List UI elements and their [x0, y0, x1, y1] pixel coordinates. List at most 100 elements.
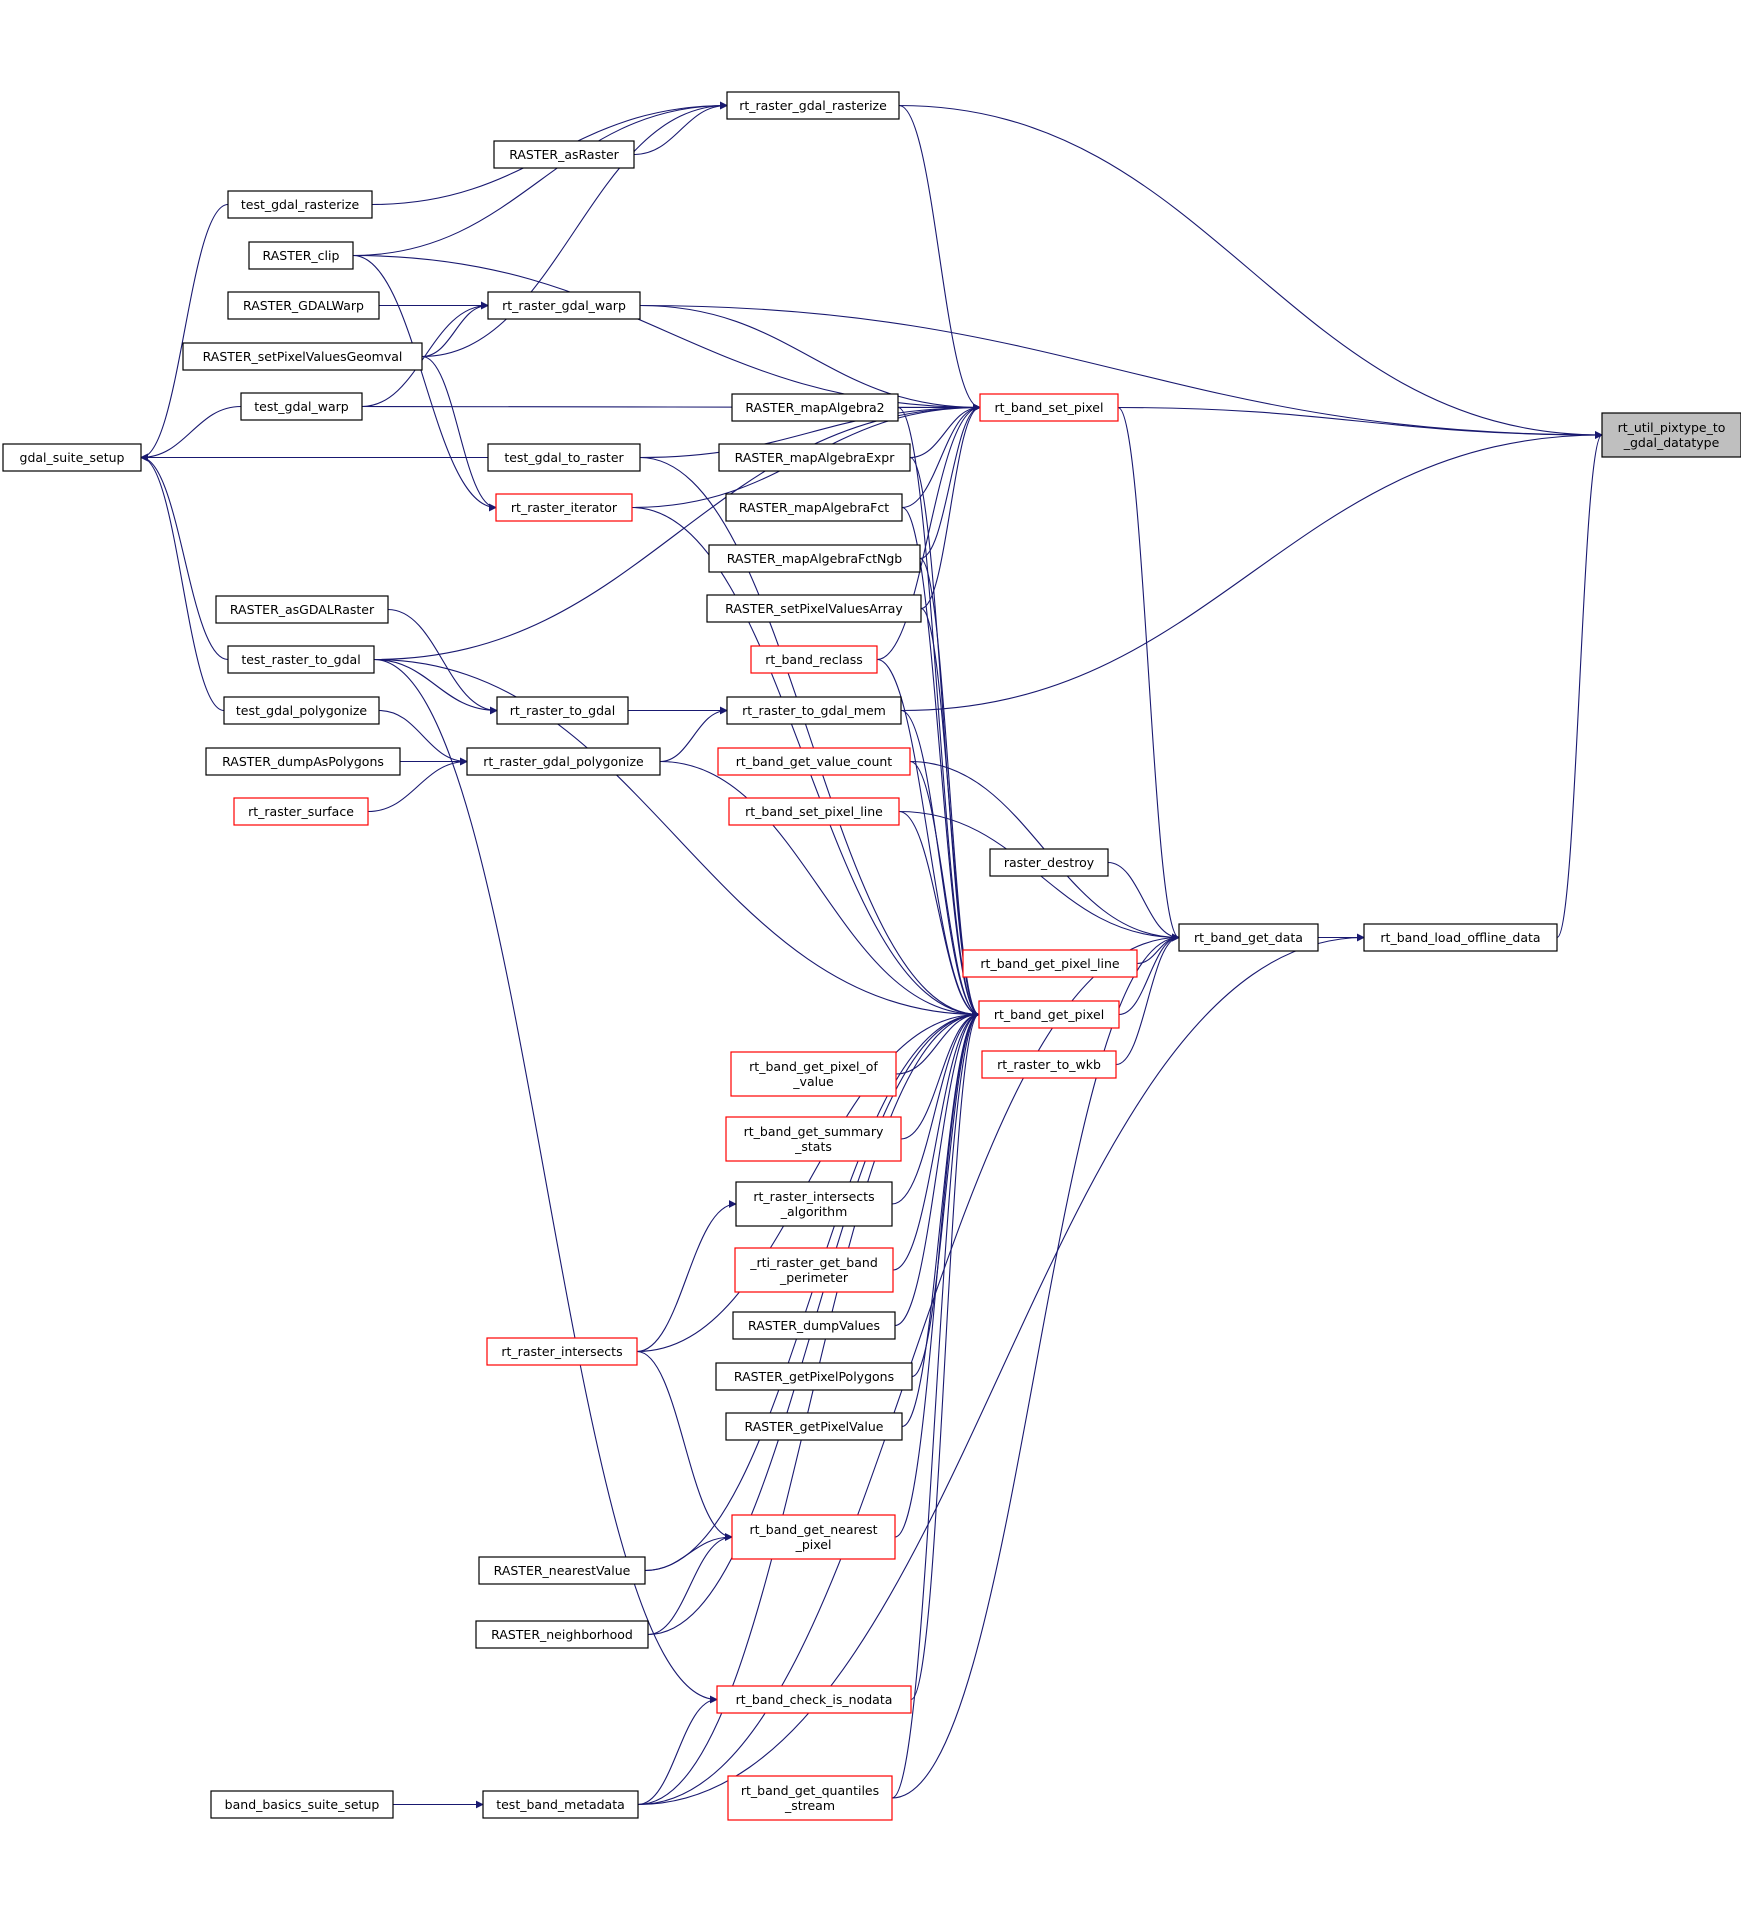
node-box[interactable]: [233, 797, 369, 826]
node-rt-band-check-is-nodata[interactable]: rt_band_check_is_nodata: [716, 1685, 912, 1714]
node-box[interactable]: [725, 493, 903, 522]
node-box[interactable]: [728, 797, 900, 826]
node-raster-gdalwarp[interactable]: RASTER_GDALWarp: [227, 291, 380, 320]
node-box[interactable]: [486, 1337, 638, 1366]
node-box[interactable]: [708, 544, 921, 573]
node-box[interactable]: [725, 1412, 903, 1441]
node-box[interactable]: [215, 595, 389, 624]
node-raster-dumpaspolygons[interactable]: RASTER_dumpAsPolygons: [205, 747, 401, 776]
node-box[interactable]: [730, 1051, 897, 1097]
node-box[interactable]: [205, 747, 401, 776]
node-test-band-metadata[interactable]: test_band_metadata: [482, 1790, 639, 1819]
node-rt-band-get-data[interactable]: rt_band_get_data: [1178, 923, 1319, 952]
node-raster-nearestvalue[interactable]: RASTER_nearestValue: [478, 1556, 646, 1585]
node-band-basics-suite-setup[interactable]: band_basics_suite_setup: [210, 1790, 394, 1819]
node-raster-mapalgebra2[interactable]: RASTER_mapAlgebra2: [731, 393, 899, 422]
node-box[interactable]: [487, 291, 641, 320]
node-box[interactable]: [2, 443, 142, 472]
node-box[interactable]: [732, 1311, 896, 1340]
node-raster-setpixelvaluesgeomval[interactable]: RASTER_setPixelValuesGeomval: [182, 342, 423, 371]
node-raster-dumpvalues[interactable]: RASTER_dumpValues: [732, 1311, 896, 1340]
node-box[interactable]: [962, 949, 1138, 978]
node-rt-raster-gdal-polygonize[interactable]: rt_raster_gdal_polygonize: [466, 747, 661, 776]
node-raster-asraster[interactable]: RASTER_asRaster: [493, 140, 635, 169]
node-test-gdal-to-raster[interactable]: test_gdal_to_raster: [487, 443, 641, 472]
node-test-gdal-polygonize[interactable]: test_gdal_polygonize: [223, 696, 380, 725]
node-rti-raster-get-band-perimeter[interactable]: _rti_raster_get_band_perimeter: [734, 1247, 894, 1293]
node-raster-clip[interactable]: RASTER_clip: [248, 241, 354, 270]
node-test-raster-to-gdal[interactable]: test_raster_to_gdal: [227, 645, 375, 674]
node-rt-band-get-pixel-of-value[interactable]: rt_band_get_pixel_of_value: [730, 1051, 897, 1097]
node-box[interactable]: [223, 696, 380, 725]
node-box[interactable]: [466, 747, 661, 776]
node-box[interactable]: [979, 393, 1119, 422]
node-raster-destroy[interactable]: raster_destroy: [989, 848, 1109, 877]
node-rt-band-get-quantiles-stream[interactable]: rt_band_get_quantiles_stream: [727, 1775, 893, 1821]
node-box[interactable]: [725, 1116, 902, 1162]
node-box[interactable]: [727, 1775, 893, 1821]
node-box[interactable]: [978, 1000, 1120, 1029]
node-rt-band-get-pixel-line[interactable]: rt_band_get_pixel_line: [962, 949, 1138, 978]
node-rt-band-load-offline-data[interactable]: rt_band_load_offline_data: [1363, 923, 1558, 952]
node-rt-band-get-summary-stats[interactable]: rt_band_get_summary_stats: [725, 1116, 902, 1162]
node-box[interactable]: [750, 645, 878, 674]
node-box[interactable]: [475, 1620, 649, 1649]
node-box[interactable]: [1601, 412, 1741, 458]
node-box[interactable]: [726, 696, 902, 725]
node-gdal-suite-setup[interactable]: gdal_suite_setup: [2, 443, 142, 472]
node-rt-raster-intersects-algorithm[interactable]: rt_raster_intersects_algorithm: [735, 1181, 893, 1227]
node-raster-mapalgebrafctngb[interactable]: RASTER_mapAlgebraFctNgb: [708, 544, 921, 573]
node-box[interactable]: [726, 91, 900, 120]
node-rt-band-reclass[interactable]: rt_band_reclass: [750, 645, 878, 674]
node-box[interactable]: [731, 1514, 896, 1560]
node-box[interactable]: [717, 747, 911, 776]
node-box[interactable]: [478, 1556, 646, 1585]
node-test-gdal-warp[interactable]: test_gdal_warp: [240, 392, 363, 421]
node-test-gdal-rasterize[interactable]: test_gdal_rasterize: [227, 190, 373, 219]
node-box[interactable]: [227, 291, 380, 320]
node-box[interactable]: [989, 848, 1109, 877]
node-rt-band-get-nearest-pixel[interactable]: rt_band_get_nearest_pixel: [731, 1514, 896, 1560]
node-box[interactable]: [493, 140, 635, 169]
node-box[interactable]: [482, 1790, 639, 1819]
node-box[interactable]: [716, 1685, 912, 1714]
node-rt-raster-surface[interactable]: rt_raster_surface: [233, 797, 369, 826]
node-box[interactable]: [706, 594, 922, 623]
node-rt-raster-gdal-warp[interactable]: rt_raster_gdal_warp: [487, 291, 641, 320]
node-box[interactable]: [734, 1247, 894, 1293]
node-rt-band-set-pixel[interactable]: rt_band_set_pixel: [979, 393, 1119, 422]
node-rt-util-pixtype-to-gdal-datatype[interactable]: rt_util_pixtype_to_gdal_datatype: [1601, 412, 1741, 458]
node-rt-band-get-pixel[interactable]: rt_band_get_pixel: [978, 1000, 1120, 1029]
node-box[interactable]: [731, 393, 899, 422]
node-raster-mapalgebrafct[interactable]: RASTER_mapAlgebraFct: [725, 493, 903, 522]
node-box[interactable]: [715, 1362, 913, 1391]
node-rt-raster-to-gdal[interactable]: rt_raster_to_gdal: [496, 696, 629, 725]
node-raster-neighborhood[interactable]: RASTER_neighborhood: [475, 1620, 649, 1649]
node-raster-getpixelvalue[interactable]: RASTER_getPixelValue: [725, 1412, 903, 1441]
node-rt-raster-to-gdal-mem[interactable]: rt_raster_to_gdal_mem: [726, 696, 902, 725]
node-box[interactable]: [227, 190, 373, 219]
node-rt-band-set-pixel-line[interactable]: rt_band_set_pixel_line: [728, 797, 900, 826]
node-rt-raster-iterator[interactable]: rt_raster_iterator: [495, 493, 633, 522]
node-box[interactable]: [227, 645, 375, 674]
node-rt-raster-to-wkb[interactable]: rt_raster_to_wkb: [981, 1050, 1117, 1079]
node-raster-mapalgebraexpr[interactable]: RASTER_mapAlgebraExpr: [718, 443, 911, 472]
node-raster-getpixelpolygons[interactable]: RASTER_getPixelPolygons: [715, 1362, 913, 1391]
node-rt-raster-intersects[interactable]: rt_raster_intersects: [486, 1337, 638, 1366]
node-rt-raster-gdal-rasterize[interactable]: rt_raster_gdal_rasterize: [726, 91, 900, 120]
node-raster-asgdalraster[interactable]: RASTER_asGDALRaster: [215, 595, 389, 624]
node-box[interactable]: [487, 443, 641, 472]
node-box[interactable]: [182, 342, 423, 371]
node-box[interactable]: [981, 1050, 1117, 1079]
node-rt-band-get-value-count[interactable]: rt_band_get_value_count: [717, 747, 911, 776]
node-box[interactable]: [495, 493, 633, 522]
node-box[interactable]: [240, 392, 363, 421]
node-box[interactable]: [735, 1181, 893, 1227]
node-box[interactable]: [1363, 923, 1558, 952]
node-box[interactable]: [1178, 923, 1319, 952]
node-box[interactable]: [248, 241, 354, 270]
node-box[interactable]: [718, 443, 911, 472]
node-box[interactable]: [496, 696, 629, 725]
node-box[interactable]: [210, 1790, 394, 1819]
node-raster-setpixelvaluesarray[interactable]: RASTER_setPixelValuesArray: [706, 594, 922, 623]
